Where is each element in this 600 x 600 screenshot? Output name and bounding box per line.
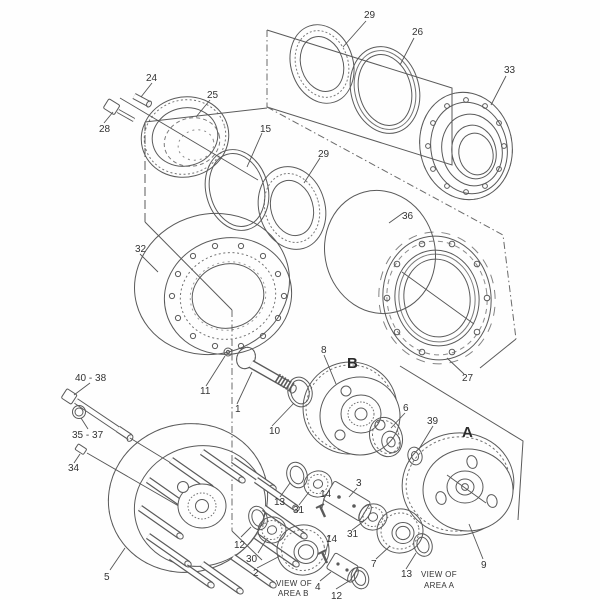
callout-2: 2 xyxy=(253,568,259,579)
callout-4: 4 xyxy=(315,582,321,593)
callout-14-lower: 14 xyxy=(326,534,338,545)
caption-view-b-line1: VIEW OF xyxy=(276,579,312,588)
part-34-plug xyxy=(75,444,87,455)
callout-12-left: 12 xyxy=(234,540,246,551)
callout-30: 30 xyxy=(246,554,258,565)
callout-31-left: 31 xyxy=(293,505,305,516)
callout-7: 7 xyxy=(371,559,377,570)
area-letters: B A xyxy=(347,355,473,441)
callout-8: 8 xyxy=(321,345,327,356)
callout-32: 32 xyxy=(135,244,147,255)
part-24-pin xyxy=(134,96,153,108)
callout-26: 26 xyxy=(412,27,424,38)
section-boxes xyxy=(145,30,523,560)
callout-24: 24 xyxy=(146,73,158,84)
part-1-splined-shaft xyxy=(233,344,297,394)
caption-view-b-line2: AREA B xyxy=(278,589,309,598)
part-27-lugged-ring xyxy=(370,225,503,372)
area-letter-b: B xyxy=(347,355,358,372)
part-4-spacer xyxy=(326,553,360,584)
part-8-carrier-b xyxy=(294,353,405,463)
callout-35-37: 35 - 37 xyxy=(72,430,104,441)
callout-10: 10 xyxy=(269,426,281,437)
part-13-ring-right xyxy=(411,531,435,558)
view-captions: VIEW OF AREA B VIEW OF AREA A xyxy=(276,570,457,598)
part-14-pin-upper xyxy=(316,504,325,517)
part-36-o-ring xyxy=(311,178,449,326)
callout-13-left: 13 xyxy=(274,497,286,508)
part-29-bearing-ring-top xyxy=(280,16,364,111)
callout-29-top: 29 xyxy=(364,10,376,21)
part-7-gear xyxy=(374,505,427,556)
part-33-bolt-holes xyxy=(426,98,507,195)
part-28-bolt xyxy=(103,99,134,120)
part-10-ring xyxy=(285,374,316,409)
part-29-bearing-ring-mid xyxy=(249,159,336,258)
part-6-pinion-gear xyxy=(364,413,408,462)
axis-lines xyxy=(87,98,474,516)
part-5-stud-hub xyxy=(92,406,309,595)
callout-25: 25 xyxy=(207,90,219,101)
part-9-carrier-a xyxy=(394,424,522,544)
callout-40-38: 40 - 38 xyxy=(75,373,107,384)
callout-39: 39 xyxy=(427,416,439,427)
callout-27: 27 xyxy=(462,373,474,384)
callout-29-mid: 29 xyxy=(318,149,330,160)
part-27-bolt-holes xyxy=(384,241,490,355)
callout-1: 1 xyxy=(235,404,241,415)
part-12-ring-right xyxy=(349,565,372,591)
callout-36: 36 xyxy=(402,211,414,222)
part-33-hub xyxy=(410,84,522,209)
callout-13-right: 13 xyxy=(401,569,413,580)
callout-3: 3 xyxy=(356,478,362,489)
part-3-shaft xyxy=(323,481,374,524)
part-25-coupling xyxy=(132,87,238,187)
callout-11: 11 xyxy=(200,386,211,397)
callout-5: 5 xyxy=(104,572,110,583)
part-32-bolt-holes xyxy=(169,243,286,348)
part-11-washer xyxy=(224,348,232,356)
part-26-ring xyxy=(341,39,429,142)
part-2-gear xyxy=(273,521,333,579)
part-32-ring-gear xyxy=(119,196,306,372)
part-13-ring-left xyxy=(283,460,310,491)
callout-15: 15 xyxy=(260,124,272,135)
part-5-studs xyxy=(140,452,308,595)
callout-6: 6 xyxy=(403,403,409,414)
part-31-bearing-left xyxy=(301,468,335,500)
part-35-37-nut xyxy=(73,406,86,419)
caption-view-a-line1: VIEW OF xyxy=(421,570,457,579)
part-30-bearing xyxy=(255,514,289,546)
callout-31-right: 31 xyxy=(347,529,359,540)
area-letter-a: A xyxy=(462,424,473,441)
part-39-washer xyxy=(406,445,424,466)
part-14-pin-lower xyxy=(318,550,327,563)
callout-14-upper: 14 xyxy=(320,489,332,500)
callout-labels: 24 28 25 15 29 26 33 29 36 32 27 11 1 10… xyxy=(68,10,516,600)
leader-lines xyxy=(74,21,506,589)
callout-9: 9 xyxy=(481,560,487,571)
callout-33: 33 xyxy=(504,65,516,76)
part-40-38-bolt xyxy=(61,389,134,443)
callout-12-right: 12 xyxy=(331,591,343,600)
callout-28: 28 xyxy=(99,124,111,135)
callout-34: 34 xyxy=(68,463,80,474)
caption-view-a-line2: AREA A xyxy=(424,581,455,590)
